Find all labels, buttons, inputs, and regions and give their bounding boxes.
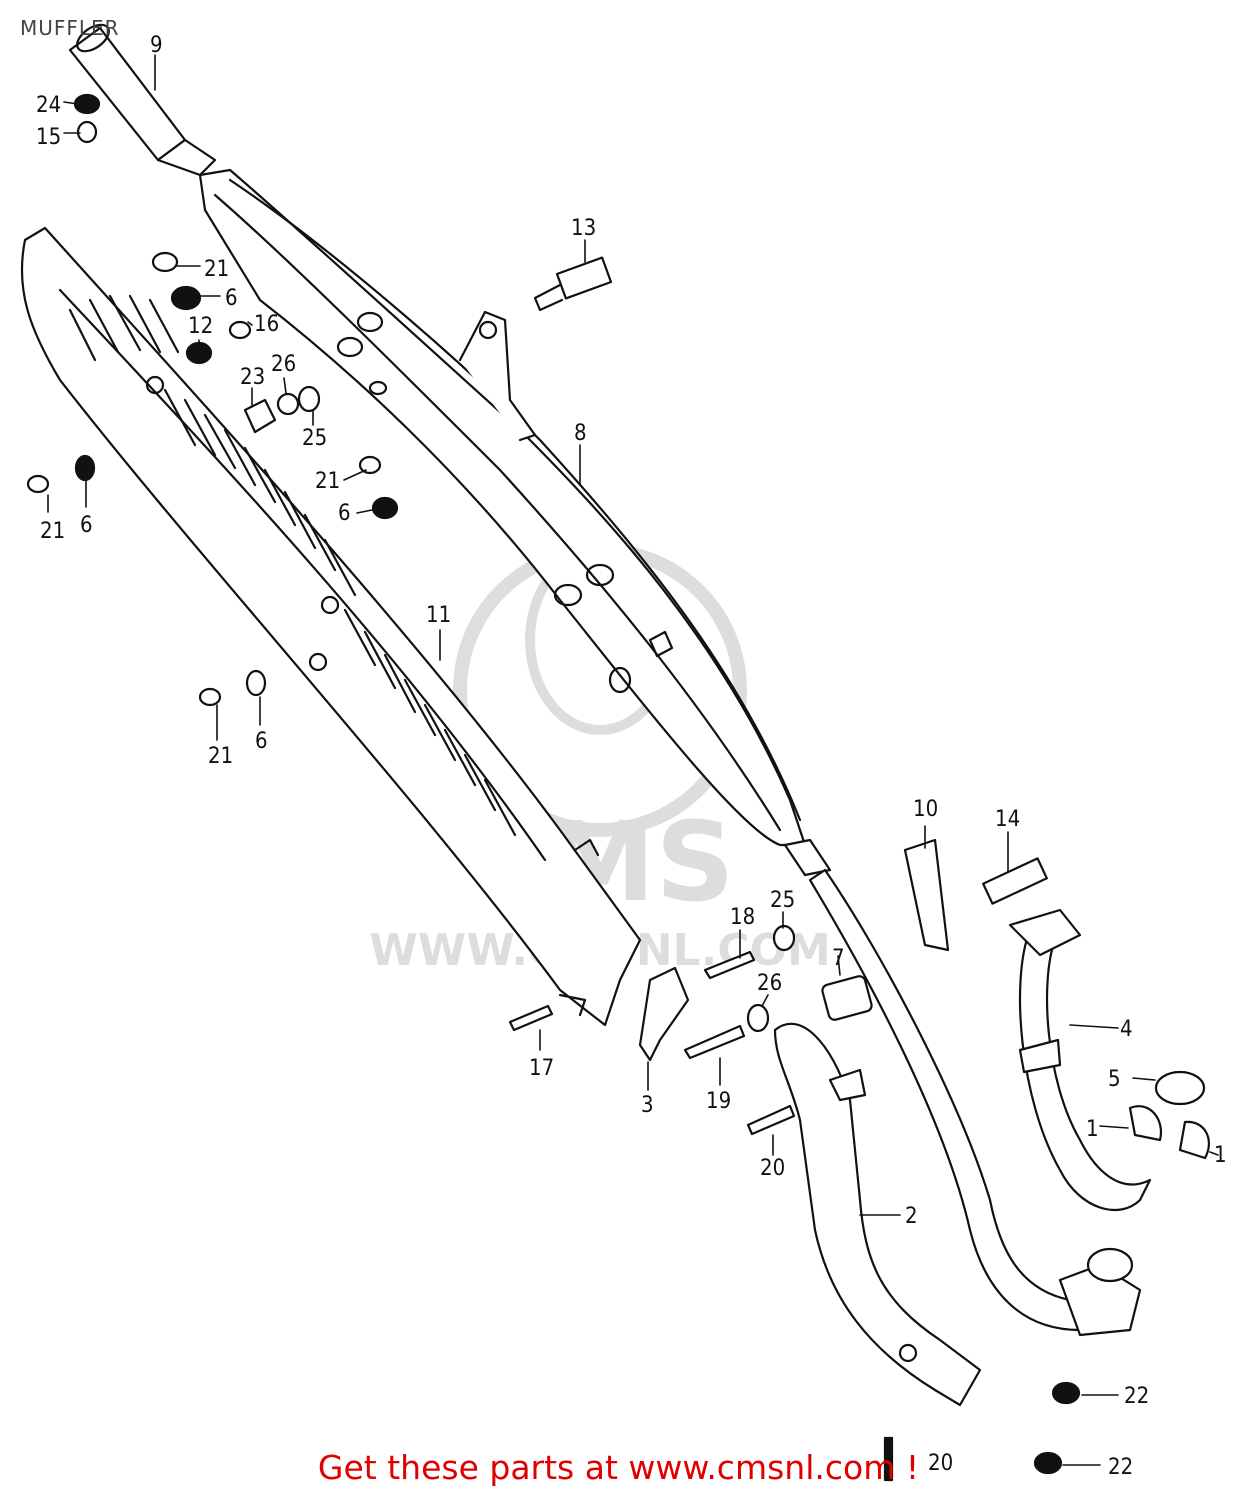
callout-20a: 20 (760, 1156, 785, 1181)
hardware-fasteners (26, 93, 1081, 1482)
callout-6c: 6 (80, 513, 93, 538)
spacer-part-13 (555, 256, 613, 300)
heat-shield-part-11 (20, 226, 642, 1027)
clip-part-3 (638, 966, 690, 1062)
leader-lines (47, 54, 1219, 1466)
callout-4: 4 (1120, 1017, 1133, 1042)
callout-6a: 6 (225, 286, 238, 311)
callout-17: 17 (529, 1056, 554, 1081)
callout-22a: 22 (1124, 1384, 1149, 1409)
bracket-part-10 (903, 838, 950, 952)
callout-11: 11 (426, 603, 451, 628)
callout-26b: 26 (757, 971, 782, 996)
collet-part-1a (1128, 1105, 1163, 1142)
callout-19: 19 (706, 1089, 731, 1114)
callout-9: 9 (150, 33, 163, 58)
callout-21c: 21 (40, 519, 65, 544)
exhaust-pipe-part-2 (773, 868, 1142, 1407)
callout-21b: 21 (315, 469, 340, 494)
callout-26a: 26 (271, 352, 296, 377)
callout-6b: 6 (338, 501, 351, 526)
callout-20b: 20 (928, 1451, 953, 1476)
callout-1a: 1 (1086, 1117, 1099, 1142)
footer-link-text[interactable]: Get these parts at www.cmsnl.com ! (317, 1448, 920, 1487)
callout-13: 13 (571, 216, 596, 241)
callout-15: 15 (36, 125, 61, 150)
callout-21a: 21 (204, 257, 229, 282)
callout-25a: 25 (302, 426, 327, 451)
callout-5: 5 (1108, 1067, 1121, 1092)
callout-18: 18 (730, 905, 755, 930)
callout-2: 2 (905, 1204, 918, 1229)
muffler-body-part-8 (198, 168, 832, 877)
callout-25b: 25 (770, 888, 795, 913)
callout-8: 8 (574, 421, 587, 446)
callout-3: 3 (641, 1093, 654, 1118)
crossover-pipe-part-4 (1008, 908, 1152, 1212)
callout-6d: 6 (255, 729, 268, 754)
callout-23: 23 (240, 365, 265, 390)
page-title: MUFFLER (20, 16, 120, 40)
callout-10: 10 (913, 797, 938, 822)
spacer-part-14 (982, 857, 1048, 905)
callout-24: 24 (36, 93, 61, 118)
gasket-part-5 (1154, 1070, 1206, 1106)
callout-14: 14 (995, 807, 1020, 832)
callout-16: 16 (254, 312, 279, 337)
callout-labels: 9 24 15 13 21 6 12 16 23 26 25 8 21 6 21… (36, 33, 1227, 1480)
callout-1b: 1 (1214, 1143, 1227, 1168)
callout-7: 7 (832, 946, 845, 971)
callout-21d: 21 (208, 744, 233, 769)
tail-pipe-part-9 (68, 23, 217, 177)
callout-12: 12 (188, 314, 213, 339)
heat-shield-slots (68, 294, 517, 837)
callout-22b: 22 (1108, 1455, 1133, 1480)
band-part-7 (821, 975, 873, 1021)
collet-part-1b (1178, 1120, 1211, 1160)
